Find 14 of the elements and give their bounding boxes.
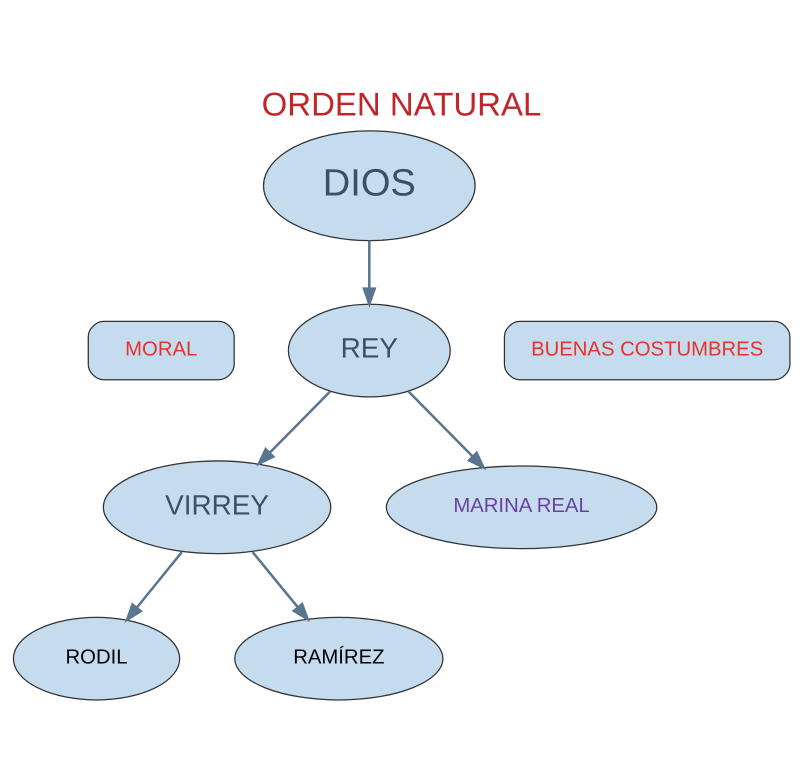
diagram-title: ORDEN NATURAL xyxy=(262,85,542,122)
node-box: BUENAS COSTUMBRES xyxy=(504,320,791,380)
node-ellipse: DIOS xyxy=(262,130,476,241)
arrow xyxy=(362,240,376,308)
node-ellipse: REY xyxy=(288,303,451,398)
arrow xyxy=(256,390,332,466)
arrow xyxy=(124,550,183,622)
node-ellipse: VIRREY xyxy=(102,460,332,554)
arrow xyxy=(252,550,310,622)
node-box: MORAL xyxy=(88,320,235,380)
node-ellipse: RAMÍREZ xyxy=(234,616,444,700)
node-ellipse: MARINA REAL xyxy=(386,464,658,549)
node-ellipse: RODIL xyxy=(12,616,180,700)
arrow xyxy=(408,390,486,470)
